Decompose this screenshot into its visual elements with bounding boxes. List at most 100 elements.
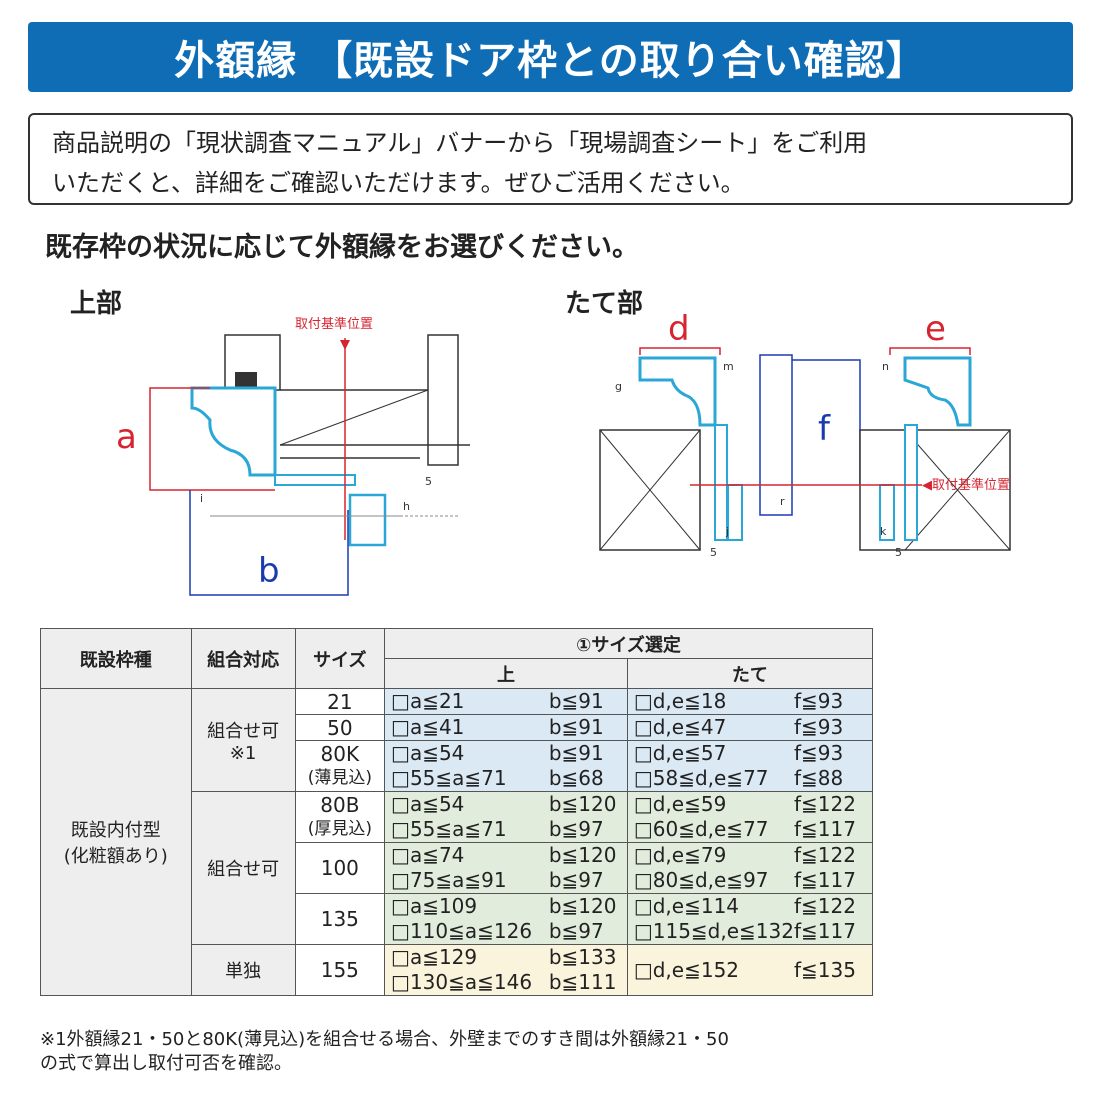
dim-j: j [725,525,729,538]
top-cond-155: □a≦129 b≦133 □130≦a≦146 b≦111 [384,944,628,996]
dim-n: n [882,360,889,373]
cond-f: f≦117 [794,817,856,841]
dimension-a [149,387,275,491]
cond-b: b≦91 [548,741,604,765]
cond-de: □d,e≦18 [633,689,727,713]
cond-f: f≦122 [794,843,856,867]
header-top: 上 [384,658,628,689]
dim-5-side-left: 5 [710,546,717,559]
size-135: 135 [294,893,386,945]
cond-f: f≦122 [794,792,856,816]
page-title: 外額縁 【既設ドア枠との取り合い確認】 [174,38,927,84]
size-155: 155 [294,944,386,996]
size-80b: 80B (厚見込) [294,791,386,843]
size-selection-table: 既設枠種 組合対応 サイズ ①サイズ選定 上 たて 既設内付型 (化粧額あり) … [40,628,874,996]
cond-de: □58≦d,e≦77 [633,766,769,790]
cond-b: b≦133 [548,945,617,969]
cond-f: f≦93 [794,715,844,739]
instruction-text: 既存枠の状況に応じて外額縁をお選びください。 [45,232,639,263]
cond-b: b≦68 [548,766,604,790]
cond-a: □130≦a≦146 [391,970,533,994]
group-3-cell: 単独 [190,944,296,996]
cond-de: □d,e≦57 [633,741,727,765]
group-2-cell: 組合せ可 [190,791,296,945]
top-ref-label: 取付基準位置 [295,316,373,332]
cond-f: f≦93 [794,689,844,713]
cond-b: b≦91 [548,715,604,739]
header-combination: 組合対応 [190,628,296,689]
dimension-d [639,347,721,355]
cond-a: □55≦a≦71 [391,766,507,790]
top-cond-50: □a≦41 b≦91 [384,714,628,741]
cond-a: □a≦129 [391,945,478,969]
notice-box: 商品説明の「現状調査マニュアル」バナーから「現場調査シート」をご利用 いただくと… [28,113,1073,205]
letter-a: a [116,417,137,457]
side-casing-right [903,356,972,427]
cond-f: f≦88 [794,766,844,790]
footnote-line-2: の式で算出し取付可否を確認。 [40,1053,292,1074]
cond-de: □d,e≦47 [633,715,727,739]
cond-f: f≦117 [794,868,856,892]
frame-type-cell: 既設内付型 (化粧額あり) [40,688,192,996]
cond-de: □d,e≦59 [633,792,727,816]
letter-e: e [925,309,946,349]
letter-b: b [258,551,280,591]
cond-f: f≦93 [794,741,844,765]
group-1-note: ※1 [229,742,257,764]
cond-b: b≦97 [548,919,604,943]
size-80k-main: 80K [320,742,360,766]
side-cond-50: □d,e≦47 f≦93 [626,714,874,741]
cond-de: □115≦d,e≦132 [633,919,794,943]
dimension-b [189,490,349,596]
dim-5-top: 5 [425,475,432,488]
dim-i: i [200,492,203,505]
cond-a: □55≦a≦71 [391,817,507,841]
cond-b: b≦91 [548,689,604,713]
cond-a: □a≦54 [391,741,465,765]
top-section-diagram: 上部 取付基準位置 a b i h 5 [70,289,470,596]
seal-block [235,372,257,388]
cond-a: □a≦41 [391,715,465,739]
dim-h: h [403,500,410,513]
cond-a: □a≦54 [391,792,465,816]
cond-b: b≦111 [548,970,617,994]
side-cond-21: □d,e≦18 f≦93 [626,688,874,715]
cond-b: b≦120 [548,843,617,867]
size-100: 100 [294,842,386,894]
size-80k: 80K (薄見込) [294,740,386,792]
cond-de: □d,e≦152 [633,957,740,982]
letter-d: d [668,309,690,349]
footnote: ※1外額縁21・50と80K(薄見込)を組合せる場合、外壁までのすき間は外額縁2… [40,1028,870,1076]
cond-a: □110≦a≦126 [391,919,533,943]
cond-a: □a≦74 [391,843,465,867]
frame-type-value-2: (化粧額あり) [63,846,168,867]
cond-f: f≦135 [794,957,856,982]
dim-r: r [780,495,785,508]
header-frame-type: 既設枠種 [40,628,192,689]
header-banner: 外額縁 【既設ドア枠との取り合い確認】 [28,22,1073,92]
side-cond-80k: □d,e≦57 f≦93 □58≦d,e≦77 f≦88 [626,740,874,792]
side-diagram-title: たて部 [565,289,643,319]
dimension-e [889,347,971,355]
side-ref-label: ◀取付基準位置 [922,477,1010,493]
header-size: サイズ [294,628,386,689]
size-80b-sub: (厚見込) [307,819,372,839]
cond-de: □60≦d,e≦77 [633,817,769,841]
dim-5-side-right: 5 [895,546,902,559]
header-selection: ①サイズ選定 [384,628,873,659]
side-casing-left [638,356,717,427]
letter-f: f [818,409,831,449]
group-1-cell: 組合せ可 ※1 [190,688,296,792]
cond-de: □d,e≦114 [633,894,740,918]
cond-b: b≦97 [548,868,604,892]
group-1-label: 組合せ可 [207,720,280,742]
notice-line-1: 商品説明の「現状調査マニュアル」バナーから「現場調査シート」をご利用 [52,129,868,157]
frame-type-value-1: 既設内付型 [70,820,161,841]
size-21: 21 [294,688,386,715]
